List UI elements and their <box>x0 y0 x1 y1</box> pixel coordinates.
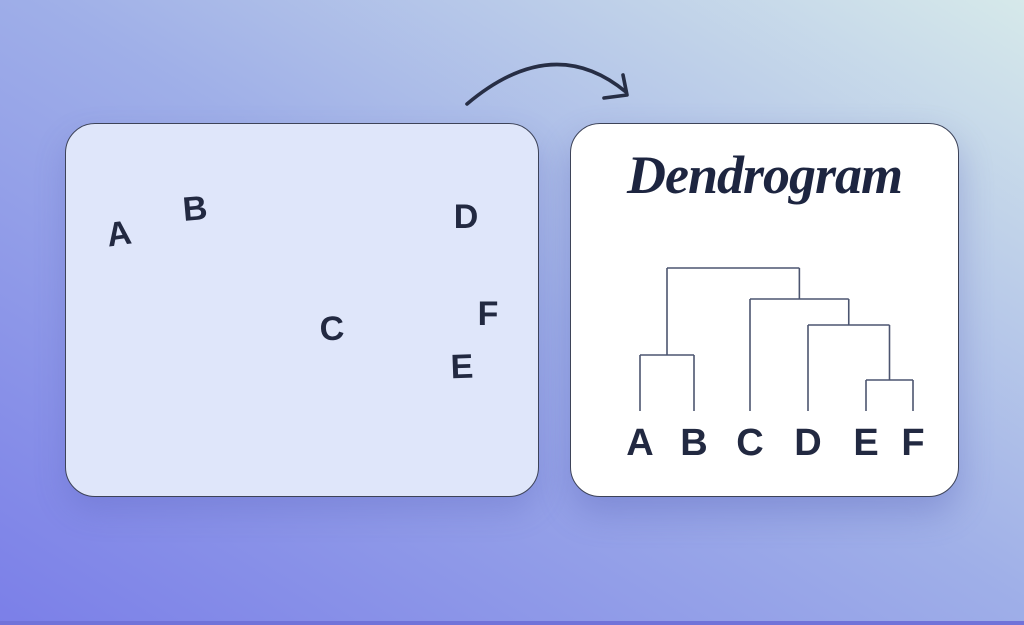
dendrogram-leaf-C: C <box>736 422 763 464</box>
dendrogram-leaf-B: B <box>680 422 707 464</box>
dendrogram-title: Dendrogram <box>626 145 903 205</box>
scatter-point-A: A <box>104 213 134 255</box>
dendrogram-leaf-E: E <box>853 422 878 464</box>
curved-arrow-icon <box>465 62 629 106</box>
scatter-point-F: F <box>477 295 499 333</box>
scatter-point-C: C <box>318 309 346 349</box>
scatter-point-B: B <box>181 189 209 229</box>
dendrogram-leaf-D: D <box>794 422 821 464</box>
scatter-point-D: D <box>453 198 479 236</box>
scatter-point-E: E <box>450 347 474 387</box>
dendrogram-leaf-F: F <box>901 422 924 464</box>
dendrogram-leaf-A: A <box>626 422 653 464</box>
bottom-edge-strip <box>0 621 1024 625</box>
